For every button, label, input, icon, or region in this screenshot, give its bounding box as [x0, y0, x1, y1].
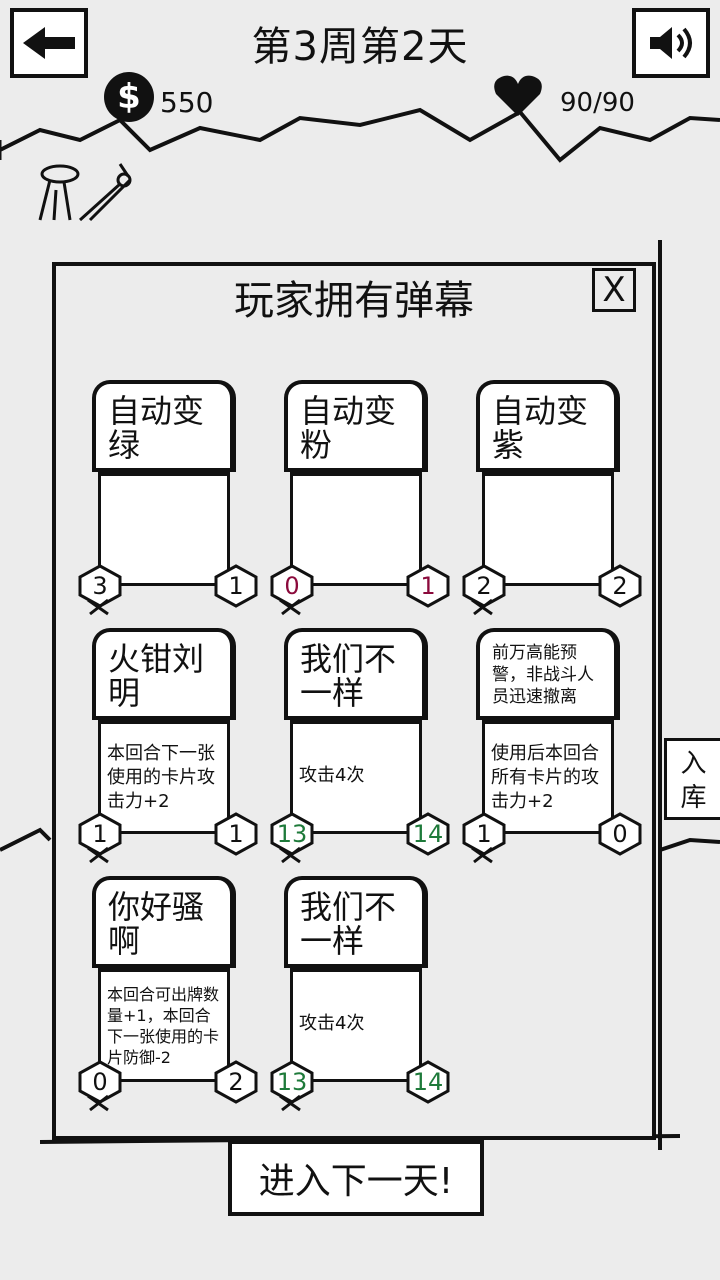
coin-symbol: $: [117, 77, 141, 117]
close-icon: X: [602, 270, 626, 310]
character-doodle-icon: [38, 163, 132, 222]
cost-badge: 1: [78, 812, 122, 864]
coin-icon: $: [104, 72, 154, 122]
power-value: 1: [228, 572, 244, 600]
hexagon-icon: [78, 812, 122, 864]
cost-badge: 13: [270, 812, 314, 864]
cost-value: 13: [276, 820, 308, 848]
power-value: 14: [412, 1068, 444, 1096]
power-badge: 1: [214, 564, 258, 608]
power-badge: 1: [214, 812, 258, 856]
cost-value: 1: [476, 820, 492, 848]
cost-badge: 2: [462, 564, 506, 616]
card-description: 本回合下一张使用的卡片攻击力+2: [98, 720, 230, 834]
card-description: [290, 472, 422, 586]
card-title: 自动变粉: [284, 380, 428, 472]
power-value: 2: [228, 1068, 244, 1096]
library-label-2: 库: [680, 783, 707, 813]
power-value: 1: [420, 572, 436, 600]
power-badge: 0: [598, 812, 642, 856]
power-badge: 2: [214, 1060, 258, 1104]
cost-badge: 1: [462, 812, 506, 864]
sound-button[interactable]: [632, 8, 710, 78]
card-title: 我们不一样: [284, 876, 428, 968]
card-title: 自动变紫: [476, 380, 620, 472]
card-description: 攻击4次: [290, 968, 422, 1082]
cost-value: 0: [284, 572, 300, 600]
cost-value: 0: [92, 1068, 108, 1096]
hexagon-icon: [78, 564, 122, 616]
card-title: 自动变绿: [92, 380, 236, 472]
hexagon-icon: [270, 812, 314, 864]
hexagon-icon: [462, 812, 506, 864]
library-label-1: 入: [680, 749, 707, 779]
hexagon-icon: [78, 1060, 122, 1112]
hexagon-icon: [214, 1060, 258, 1104]
next-day-button[interactable]: 进入下一天!: [228, 1140, 484, 1216]
card-title: 前万高能预警，非战斗人员迅速撤离: [476, 628, 620, 720]
hexagon-icon: [214, 564, 258, 608]
cost-badge: 13: [270, 1060, 314, 1112]
power-value: 2: [612, 572, 628, 600]
card-title: 你好骚啊: [92, 876, 236, 968]
back-button[interactable]: [10, 8, 88, 78]
card-description: [482, 472, 614, 586]
speaker-icon: [650, 27, 692, 59]
power-value: 0: [612, 820, 628, 848]
hexagon-icon: [406, 812, 450, 856]
power-badge: 14: [406, 1060, 450, 1104]
card-title: 火钳刘明: [92, 628, 236, 720]
money-count: 550: [160, 86, 214, 119]
hexagon-icon: [270, 564, 314, 616]
power-badge: 1: [406, 564, 450, 608]
library-button[interactable]: 入 库: [664, 738, 720, 820]
card[interactable]: 自动变粉 0 1: [270, 380, 450, 616]
hexagon-icon: [270, 1060, 314, 1112]
page-title: 第3周第2天: [251, 24, 469, 70]
power-badge: 14: [406, 812, 450, 856]
close-button[interactable]: X: [592, 268, 636, 312]
card-title: 我们不一样: [284, 628, 428, 720]
card[interactable]: 自动变紫 2 2: [462, 380, 642, 616]
hexagon-icon: [598, 812, 642, 856]
hexagon-icon: [598, 564, 642, 608]
hp-value: 90/90: [560, 88, 635, 118]
card[interactable]: 自动变绿 3 1: [78, 380, 258, 616]
hexagon-icon: [214, 812, 258, 856]
panel-title: 玩家拥有弹幕: [234, 278, 474, 324]
power-badge: 2: [598, 564, 642, 608]
power-value: 1: [228, 820, 244, 848]
cost-badge: 0: [270, 564, 314, 616]
hexagon-icon: [406, 1060, 450, 1104]
cost-value: 2: [476, 572, 492, 600]
power-value: 14: [412, 820, 444, 848]
arrow-left-icon: [23, 27, 75, 59]
card-description: 使用后本回合所有卡片的攻击力+2: [482, 720, 614, 834]
card-description: 本回合可出牌数量+1，本回合下一张使用的卡片防御-2: [98, 968, 230, 1082]
hexagon-icon: [406, 564, 450, 608]
cost-badge: 0: [78, 1060, 122, 1112]
heart-icon: [494, 75, 542, 116]
card-description: 攻击4次: [290, 720, 422, 834]
next-day-label: 进入下一天!: [258, 1161, 454, 1202]
cost-value: 1: [92, 820, 108, 848]
card-description: [98, 472, 230, 586]
cost-value: 13: [276, 1068, 308, 1096]
hexagon-icon: [462, 564, 506, 616]
cost-value: 3: [92, 572, 108, 600]
cost-badge: 3: [78, 564, 122, 616]
